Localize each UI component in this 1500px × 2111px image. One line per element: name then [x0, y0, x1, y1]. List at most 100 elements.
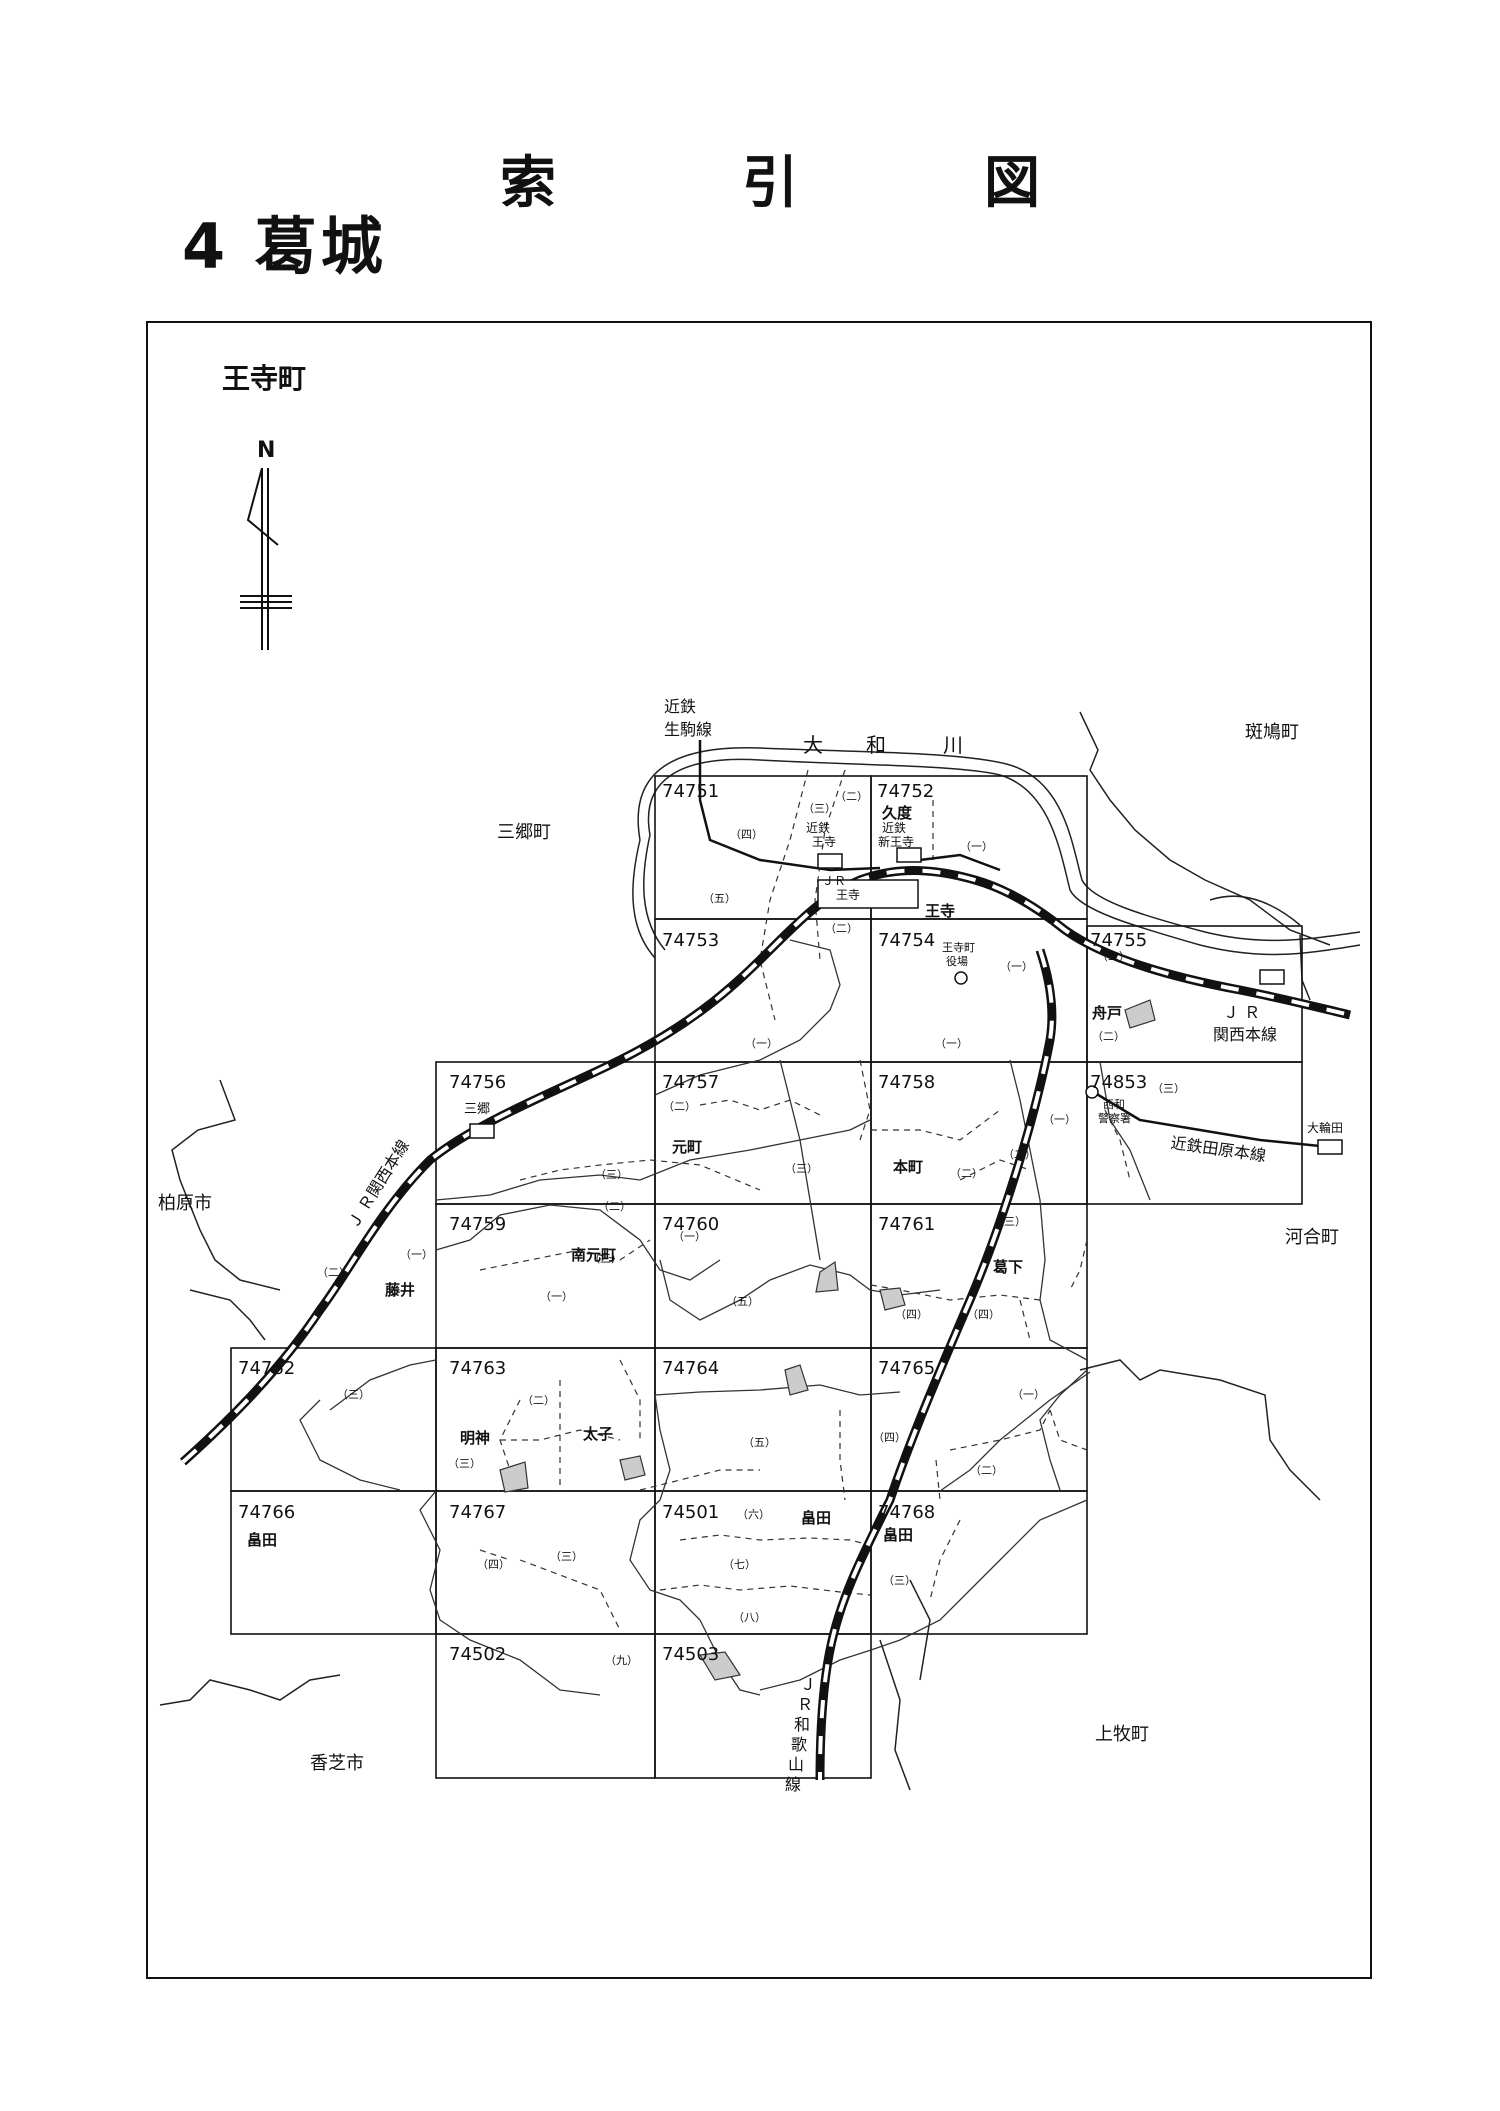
sheet-74753: 74753 [662, 930, 719, 951]
sheet-74503: 74503 [662, 1644, 719, 1665]
neighbor-ikaruga-town: 斑鳩町 [1245, 722, 1299, 743]
river-char-3: 川 [943, 733, 963, 757]
neighbor-kashiwara-city: 柏原市 [158, 1193, 212, 1214]
station-kintetsu-shinoji-2: 新王寺 [878, 834, 914, 849]
sheet-74754: 74754 [878, 930, 935, 951]
jr-kansai-line [180, 866, 1352, 1466]
chome-label: （三） [785, 1162, 818, 1175]
town-taishi: 太子 [583, 1425, 613, 1443]
station-oowada: 大輪田 [1307, 1120, 1343, 1135]
label-ikoma-line: 生駒線 [664, 720, 712, 739]
chome-label: （二） [970, 1464, 1003, 1477]
town-motomachi: 元町 [672, 1138, 702, 1156]
title-char-2: 引 [742, 151, 798, 216]
river-char-2: 和 [866, 733, 886, 757]
town-funado: 舟戸 [1092, 1004, 1122, 1022]
sheet-74767: 74767 [449, 1502, 506, 1523]
label-wakayama-6: 線 [785, 1775, 801, 1794]
map-frame [146, 321, 1372, 1979]
sheet-74751: 74751 [662, 781, 719, 802]
station-kintetsu-oji-2: 王寺 [812, 835, 836, 849]
chome-boundaries [479, 769, 1131, 1631]
town-honmachi: 本町 [893, 1158, 923, 1176]
chome-label: （二） [1097, 950, 1130, 963]
chome-label: （九） [605, 1654, 638, 1667]
river-label: 大 和 川 [803, 733, 963, 757]
sheet-74761: 74761 [878, 1214, 935, 1235]
neighbor-kawai-town: 河合町 [1285, 1227, 1339, 1248]
chome-label: （五） [703, 892, 736, 905]
sheet-grid [230, 775, 1303, 1779]
sheet-title: 4 葛城 [182, 196, 387, 286]
station-jr-oji-1: ＪＲ [822, 874, 846, 888]
chome-label: （二） [598, 1200, 631, 1213]
sheet-74501: 74501 [662, 1502, 719, 1523]
facility-labels: 王寺町 役場 西和 警察署 [942, 941, 1131, 1125]
chome-label: （一） [1043, 1113, 1076, 1126]
station-jr-oji-2: 王寺 [836, 888, 860, 902]
chome-label: （二） [835, 790, 868, 803]
index-map-title: 索 引 図 [500, 138, 1040, 219]
label-wakayama-1: Ｊ [800, 1675, 816, 1694]
chome-label: （三） [337, 1388, 370, 1401]
neighbor-sango-town: 三郷町 [497, 822, 551, 843]
sheet-74756: 74756 [449, 1072, 506, 1093]
chome-label: （四） [895, 1308, 928, 1321]
sheet-74762: 74762 [238, 1358, 295, 1379]
chome-label: （一） [540, 1290, 573, 1303]
chome-label: （三） [448, 1457, 481, 1470]
sheet-74757: 74757 [662, 1072, 719, 1093]
title-char-1: 索 [500, 151, 556, 216]
chome-label: （四） [873, 1431, 906, 1444]
municipality-label: 王寺町 [222, 362, 306, 395]
chome-label: （二） [1092, 1030, 1125, 1043]
sheet-74502: 74502 [449, 1644, 506, 1665]
chome-label: （二） [522, 1394, 555, 1407]
town-boundaries [299, 939, 1151, 1696]
facility-markers [954, 971, 1099, 1099]
town-kudo: 久度 [882, 804, 913, 822]
town-hatakeda-2: 畠田 [801, 1509, 831, 1527]
label-wakayama-4: 歌 [791, 1735, 807, 1754]
chome-label: （三） [883, 1574, 916, 1587]
town-office-2: 役場 [946, 954, 968, 968]
chome-label: （八） [733, 1611, 766, 1624]
chome-label: （二） [1003, 1148, 1036, 1161]
station-kintetsu-shinoji-1: 近鉄 [882, 820, 906, 835]
chome-label: （六） [737, 1508, 770, 1521]
police-1: 西和 [1103, 1098, 1125, 1111]
chome-label: （三） [803, 802, 836, 815]
chome-label: （三） [550, 1550, 583, 1563]
chome-label: （二） [317, 1266, 350, 1279]
chome-label: （二） [663, 1100, 696, 1113]
station-kintetsu-oji-1: 近鉄 [806, 820, 830, 835]
kintetsu-lines [698, 740, 1341, 1150]
neighbor-kanmaki-town: 上牧町 [1095, 1724, 1149, 1745]
chome-label: （一） [400, 1248, 433, 1261]
sheet-74752: 74752 [877, 781, 934, 802]
neighbor-kashiba-city: 香芝市 [310, 1753, 364, 1774]
hatched-areas [499, 999, 1156, 1681]
chome-label: （一） [1012, 1388, 1045, 1401]
police-2: 警察署 [1098, 1111, 1131, 1125]
town-minamimotomachi: 南元町 [571, 1246, 616, 1264]
town-katsuge: 葛下 [992, 1258, 1023, 1276]
town-fujii: 藤井 [385, 1281, 415, 1299]
chome-labels: （二） （三） （四） （五） （一） （二） （二） （一） （一） （一） … [317, 790, 1185, 1667]
label-kansai-line-right: 関西本線 [1213, 1025, 1277, 1044]
chome-label: （五） [726, 1295, 759, 1308]
town-sango: 三郷 [464, 1102, 490, 1117]
town-hatakeda-3: 畠田 [883, 1526, 913, 1544]
sheet-74763: 74763 [449, 1358, 506, 1379]
sheet-number: 4 [182, 210, 230, 283]
chome-label: （三） [993, 1215, 1026, 1228]
sheet-74765: 74765 [878, 1358, 935, 1379]
sheet-74853: 74853 [1090, 1072, 1147, 1093]
north-arrow-icon: N [240, 438, 292, 650]
title-char-3: 図 [984, 151, 1040, 216]
sheet-74758: 74758 [878, 1072, 935, 1093]
sheet-74755: 74755 [1090, 930, 1147, 951]
station-markers [469, 847, 1343, 1155]
chome-label: （七） [723, 1558, 756, 1571]
